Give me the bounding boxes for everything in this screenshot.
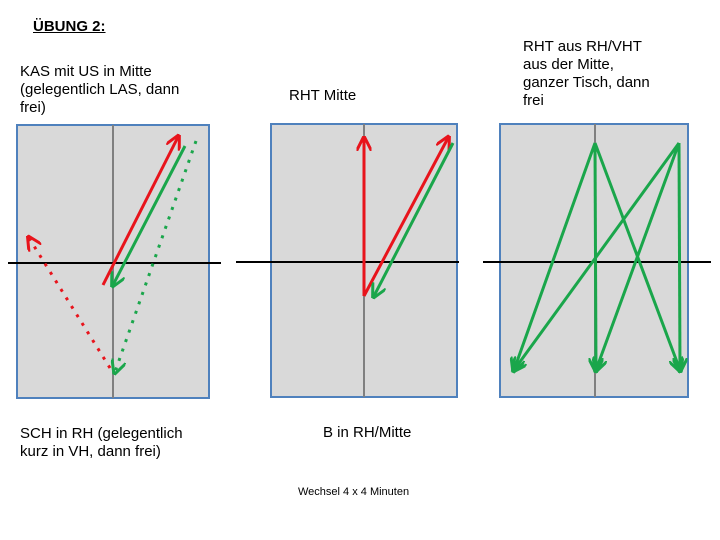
- green-arrow: [679, 142, 680, 370]
- panel-2-label-top: RHT Mitte: [289, 87, 357, 104]
- green-arrow-dotted: [115, 140, 198, 372]
- table-panel-1: [8, 124, 221, 399]
- table-panel-3: [483, 123, 711, 398]
- panel-1-label-bottom: SCH in RH (gelegentlich kurz in VH, dann…: [20, 425, 183, 460]
- footer-note: Wechsel 4 x 4 Minuten: [298, 486, 410, 498]
- green-arrow: [514, 142, 597, 370]
- table-panel-2: [236, 123, 459, 398]
- red-arrow-diagonal: [362, 138, 448, 297]
- exercise-title: ÜBUNG 2:: [33, 18, 106, 35]
- green-arrow-solid: [113, 145, 187, 285]
- green-arrow-diagonal: [374, 142, 455, 296]
- panel-2-label-bottom: B in RH/Mitte: [323, 424, 412, 441]
- green-arrow: [514, 142, 681, 370]
- panel-1-label-top: KAS mit US in Mitte (gelegentlich LAS, d…: [20, 63, 180, 116]
- green-arrow: [596, 142, 681, 370]
- red-arrow-solid: [101, 137, 178, 286]
- panel-3-label-top: RHT aus RH/VHT aus der Mitte, ganzer Tis…: [523, 38, 650, 109]
